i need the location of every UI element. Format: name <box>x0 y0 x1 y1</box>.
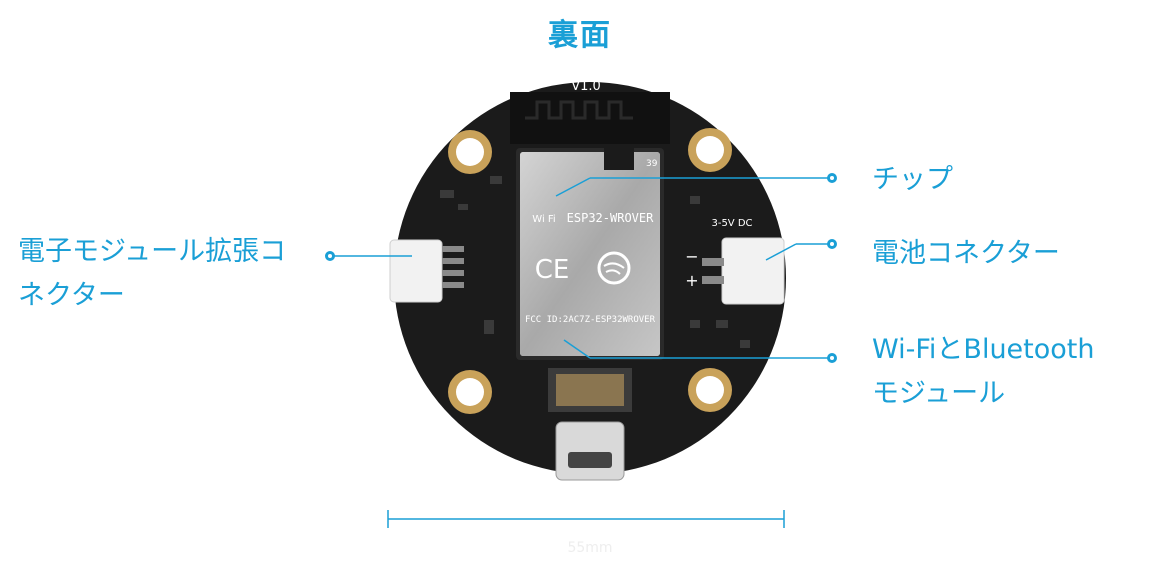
wifi-logo-icon: Wi Fi <box>532 214 555 225</box>
page-title: 裏面 <box>548 18 612 53</box>
version-label: V1.0 <box>571 79 601 94</box>
battery-connector <box>721 237 785 305</box>
plus-mark: + <box>685 271 698 290</box>
smd-components <box>440 176 750 348</box>
wireless-label-line2: モジュール <box>872 378 1006 409</box>
usb-port <box>555 421 625 481</box>
expansion-label-line2: ネクター <box>18 280 125 311</box>
expansion-label-line1: 電子モジュール拡張コ <box>18 236 287 267</box>
battery-connector-label: 電池コネクター <box>872 232 1060 276</box>
leader-lines <box>330 177 832 359</box>
module-name: ESP32-WROVER <box>567 211 654 225</box>
chip-label: チップ <box>872 158 953 202</box>
battery-label-text: 電池コネクター <box>872 238 1060 269</box>
dimension-label: 55mm <box>567 540 613 556</box>
expansion-connector <box>389 239 443 303</box>
wireless-module-label: Wi-FiとBluetooth モジュール <box>872 328 1095 416</box>
chip-label-text: チップ <box>872 164 953 195</box>
wireless-label-line1: Wi-FiとBluetooth <box>872 334 1095 365</box>
mounting-hole-icon <box>448 128 732 414</box>
espressif-logo-icon <box>597 251 631 285</box>
expansion-connector-label: 電子モジュール拡張コ ネクター <box>18 230 286 318</box>
part-code: 39 <box>646 159 658 169</box>
minus-mark: − <box>685 247 698 266</box>
ce-mark: CE <box>535 255 570 285</box>
voltage-label: 3-5V DC <box>711 218 752 229</box>
dimension-line <box>387 510 785 528</box>
fcc-id: FCC ID:2AC7Z-ESP32WROVER <box>525 315 656 325</box>
